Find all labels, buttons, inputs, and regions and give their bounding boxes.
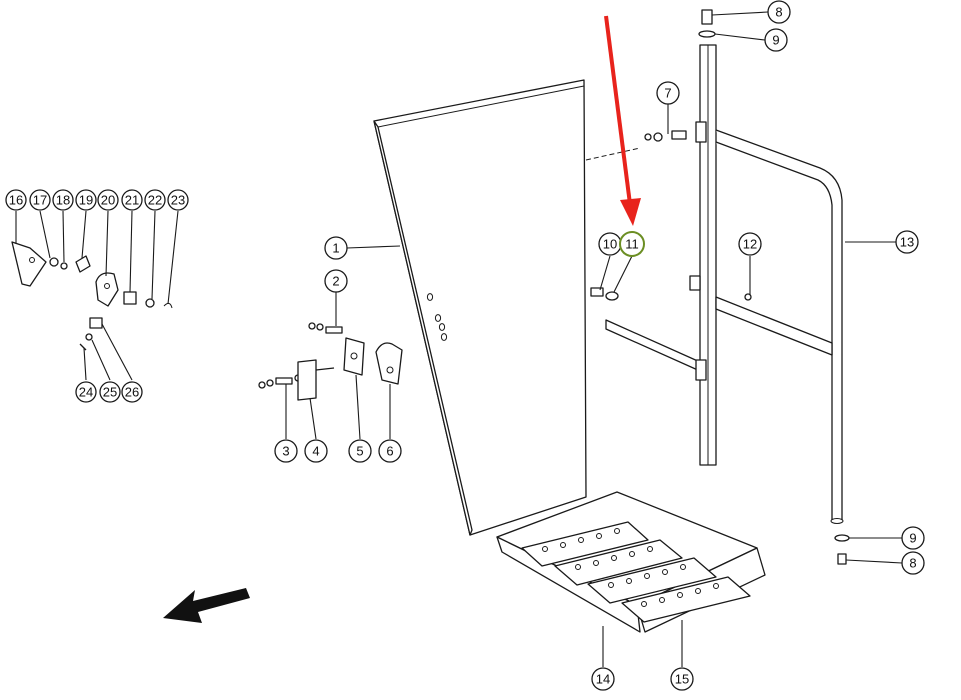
callout-26: 26 xyxy=(121,381,143,403)
callout-3: 3 xyxy=(274,439,298,463)
tread-holes xyxy=(542,528,719,607)
callout-24: 24 xyxy=(75,381,97,403)
svg-text:25: 25 xyxy=(103,385,117,400)
svg-text:23: 23 xyxy=(171,193,185,208)
step-platform xyxy=(496,491,766,633)
callout-11-highlighted: 11 xyxy=(619,231,645,257)
svg-text:11: 11 xyxy=(625,237,639,252)
direction-arrow-icon xyxy=(163,588,250,623)
leader-lines xyxy=(15,11,903,667)
callout-13: 13 xyxy=(895,230,919,254)
callout-2: 2 xyxy=(324,269,348,293)
callout-22: 22 xyxy=(144,189,166,211)
svg-text:10: 10 xyxy=(603,237,617,252)
callout-7: 7 xyxy=(656,81,680,105)
svg-text:15: 15 xyxy=(675,672,689,687)
callout-16: 16 xyxy=(5,189,27,211)
svg-text:22: 22 xyxy=(148,193,162,208)
callout-1: 1 xyxy=(324,236,348,260)
svg-text:16: 16 xyxy=(9,193,23,208)
svg-text:1: 1 xyxy=(332,241,339,256)
callout-14: 14 xyxy=(591,667,615,691)
callout-18: 18 xyxy=(52,189,74,211)
callout-8-bottom: 8 xyxy=(901,551,925,575)
svg-text:5: 5 xyxy=(356,444,363,459)
svg-text:9: 9 xyxy=(909,531,916,546)
svg-text:6: 6 xyxy=(386,444,393,459)
svg-text:18: 18 xyxy=(56,193,70,208)
svg-text:17: 17 xyxy=(33,193,47,208)
svg-text:9: 9 xyxy=(772,33,779,48)
svg-text:3: 3 xyxy=(282,444,289,459)
svg-text:20: 20 xyxy=(101,193,115,208)
callout-15: 15 xyxy=(670,667,694,691)
callout-9-bottom: 9 xyxy=(901,526,925,550)
svg-text:21: 21 xyxy=(125,193,139,208)
svg-text:19: 19 xyxy=(79,193,93,208)
post-and-handrail xyxy=(605,44,844,524)
door-panel xyxy=(373,79,641,536)
latch-hardware xyxy=(258,322,403,401)
callout-4: 4 xyxy=(304,439,328,463)
callout-20: 20 xyxy=(97,189,119,211)
svg-text:12: 12 xyxy=(743,237,757,252)
callout-9-top: 9 xyxy=(764,28,788,52)
callout-12: 12 xyxy=(738,232,762,256)
svg-text:2: 2 xyxy=(332,274,339,289)
svg-text:26: 26 xyxy=(125,385,139,400)
callout-21: 21 xyxy=(121,189,143,211)
svg-text:7: 7 xyxy=(664,86,671,101)
red-pointer-arrow xyxy=(604,15,641,226)
svg-text:24: 24 xyxy=(79,385,93,400)
callout-6: 6 xyxy=(378,439,402,463)
callout-19: 19 xyxy=(75,189,97,211)
svg-text:8: 8 xyxy=(775,5,782,20)
svg-text:4: 4 xyxy=(312,444,319,459)
svg-text:8: 8 xyxy=(909,556,916,571)
post-hardware xyxy=(590,9,850,565)
callout-23: 23 xyxy=(167,189,189,211)
svg-text:13: 13 xyxy=(900,235,914,250)
callout-8-top: 8 xyxy=(767,0,791,24)
callout-10: 10 xyxy=(598,232,622,256)
callout-5: 5 xyxy=(348,439,372,463)
callout-25: 25 xyxy=(99,381,121,403)
svg-text:14: 14 xyxy=(596,672,610,687)
bracket-hardware xyxy=(11,241,173,351)
callout-17: 17 xyxy=(29,189,51,211)
